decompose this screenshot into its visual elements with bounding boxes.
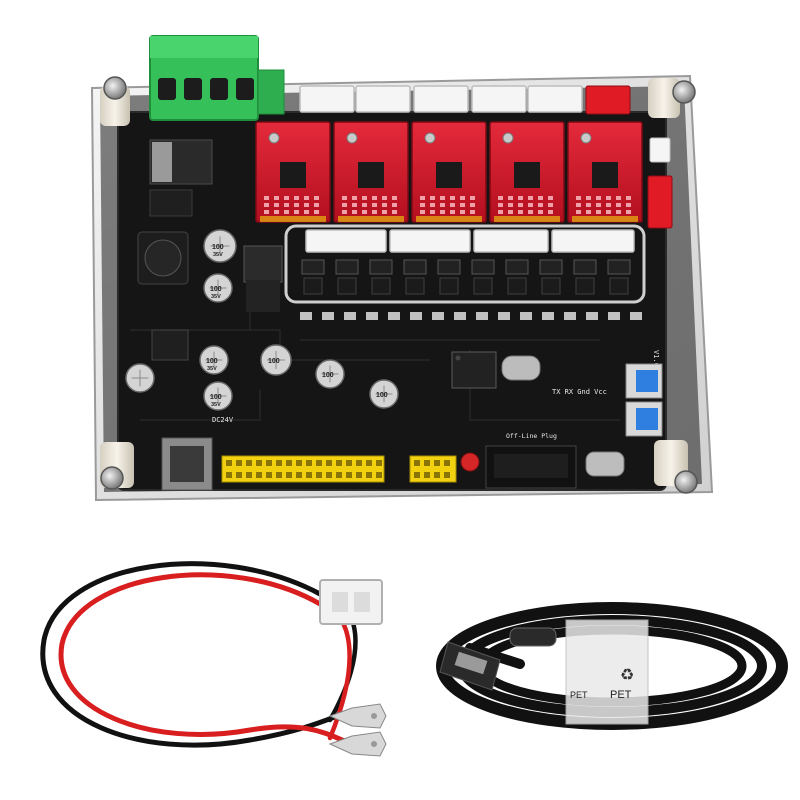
power-cable <box>40 561 358 748</box>
power-transistor <box>243 245 283 312</box>
pin-header-small <box>409 455 457 483</box>
stepper-driver-4 <box>489 121 565 223</box>
stepper-driver-3 <box>411 121 487 223</box>
mosfet <box>301 259 325 275</box>
capacitor-voltage: 35V <box>211 294 221 300</box>
capacitor-label: 100 <box>210 286 222 293</box>
plastic-bag-band: PET PET ♻ <box>565 619 649 725</box>
spade-terminal-upper <box>328 703 387 729</box>
usb-c-plug <box>509 627 557 647</box>
capacitor-label: 100 <box>212 244 224 251</box>
mosfet <box>369 259 393 275</box>
smd-resistor <box>388 312 400 320</box>
spade-terminal-lower <box>328 731 387 757</box>
silk-dc24v: DC24V <box>212 416 234 424</box>
bag-recycle-label: PET <box>610 689 632 701</box>
capacitor-label: 100 <box>268 358 280 365</box>
smd-resistor <box>454 312 466 320</box>
usb-c-port <box>585 451 625 477</box>
smd-resistor <box>366 312 378 320</box>
mosfet <box>573 259 597 275</box>
bag-recycle-label-left: PET <box>570 690 588 700</box>
smd-resistor <box>476 312 488 320</box>
electrolytic-capacitor: 100 <box>260 344 292 376</box>
smd-resistor <box>432 312 444 320</box>
reset-button <box>460 452 480 472</box>
standoffs <box>100 76 698 494</box>
smd-resistor <box>410 312 422 320</box>
top-jst-connectors <box>299 85 583 113</box>
yellow-pin-headers <box>221 455 457 483</box>
ic-chip-left <box>151 329 189 361</box>
usb-port-upper <box>625 363 663 399</box>
mosfet <box>335 259 359 275</box>
smd-resistor <box>608 312 620 320</box>
recycle-icon: ♻ <box>620 667 634 684</box>
standoff-bottom-right <box>654 440 698 494</box>
screw-icon <box>672 80 696 104</box>
mosfet-row <box>300 259 642 320</box>
capacitor-label: 100 <box>376 392 388 399</box>
screw-icon <box>100 466 124 490</box>
mosfet <box>471 259 495 275</box>
capacitor-label: 100 <box>322 372 334 379</box>
smd-resistor <box>630 312 642 320</box>
smd-resistor <box>520 312 532 320</box>
crystal-oscillator <box>501 355 541 381</box>
stepper-driver-5 <box>567 121 643 223</box>
voltage-regulator <box>149 139 213 217</box>
silk-uart: TX RX Gnd Vcc <box>552 388 607 396</box>
smd-resistor <box>300 312 312 320</box>
capacitor-label: 100 <box>206 358 218 365</box>
inductor <box>137 231 189 285</box>
mosfet <box>403 259 427 275</box>
smd-resistor <box>564 312 576 320</box>
stepper-driver-1 <box>255 121 331 223</box>
capacitor-voltage: 35V <box>213 252 223 258</box>
green-screw-terminal <box>149 35 285 121</box>
electrolytic-capacitor <box>125 363 155 393</box>
microcontroller-chip <box>451 351 497 389</box>
smd-resistor <box>498 312 510 320</box>
usb-a-plug <box>439 641 501 691</box>
red-connector-top <box>585 85 631 115</box>
red-connector-right <box>647 137 673 229</box>
stepper-driver-2 <box>333 121 409 223</box>
silk-offline-plug: Off-Line Plug <box>506 432 557 440</box>
white-2pin-plug <box>319 579 383 625</box>
screw-icon <box>674 470 698 494</box>
capacitor-voltage: 35V <box>211 402 221 408</box>
usb-port-lower <box>625 401 663 437</box>
mosfet <box>437 259 461 275</box>
standoff-top-right <box>648 78 696 118</box>
driver-area-frame <box>284 224 646 304</box>
capacitor-label: 100 <box>210 394 222 401</box>
smd-resistor <box>344 312 356 320</box>
mosfet <box>505 259 529 275</box>
mosfet <box>539 259 563 275</box>
smd-resistor <box>586 312 598 320</box>
offline-connector <box>485 445 577 489</box>
standoff-bottom-left <box>100 442 134 490</box>
pin-header-main <box>221 455 385 483</box>
dc-jack <box>161 437 213 491</box>
electrolytic-capacitor: 100 <box>315 359 345 389</box>
silk-version: V1.0 <box>652 350 660 367</box>
mosfet <box>607 259 631 275</box>
standoff-top-left <box>100 76 130 126</box>
middle-jst-connectors <box>305 229 635 253</box>
stepper-driver-modules <box>255 121 643 223</box>
smd-resistor <box>322 312 334 320</box>
smd-resistor <box>542 312 554 320</box>
electrolytic-capacitor: 100 <box>369 379 399 409</box>
screw-icon <box>103 76 127 100</box>
capacitor-voltage: 35V <box>207 366 217 372</box>
